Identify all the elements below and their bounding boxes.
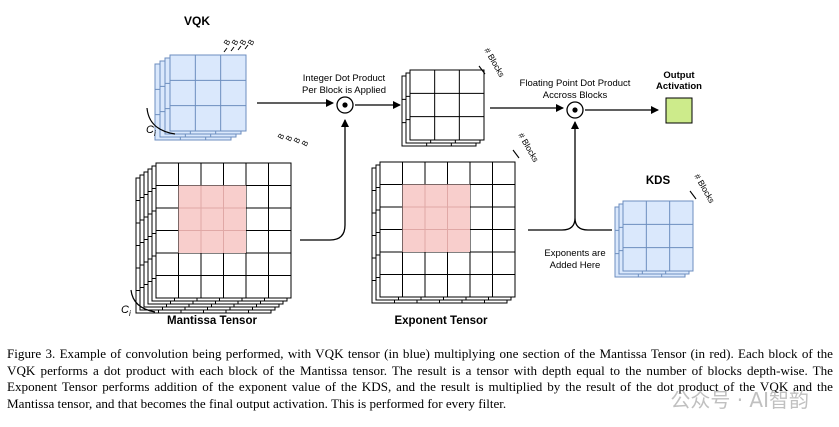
diagram: VQK B B B B Ci Mantissa Tensor B B B B C… (121, 14, 717, 327)
mantissa-block-labels: B B B B (276, 132, 310, 148)
exponent-depth-label: # Blocks (516, 131, 541, 164)
tensor-layer (409, 69, 485, 141)
vqk-block-braces (223, 44, 249, 53)
intermediate-depth-brace (478, 65, 486, 75)
output-activation-box (665, 97, 693, 124)
vqk-block-label: B (230, 38, 240, 47)
integer-step-label-2: Per Block is Applied (302, 85, 386, 96)
kds-title: KDS (646, 175, 671, 187)
mantissa-to-integer-arrow (300, 119, 349, 241)
mantissa-tensor (135, 162, 292, 314)
mantissa-block-label: B (292, 136, 302, 145)
exponent-tensor (371, 161, 516, 304)
kds-depth-brace (689, 190, 697, 200)
float-dot-operator (566, 101, 584, 119)
mantissa-depth-brace (130, 289, 156, 313)
vqk-title: VQK (184, 14, 210, 28)
vqk-block-label: B (222, 38, 232, 47)
vqk-block-label: B (238, 38, 248, 47)
vqk-tensor (154, 54, 247, 141)
exponent-note-2: Added Here (550, 260, 601, 271)
kds-tensor (614, 200, 694, 278)
integer-dot-operator (336, 96, 354, 114)
output-label-1: Output (663, 70, 695, 81)
mantissa-depth-label: Ci (121, 304, 131, 318)
highlight-region (178, 185, 246, 253)
tensor-layer (169, 54, 247, 132)
float-step-label-2: Accross Blocks (543, 90, 608, 101)
exponent-kds-join (528, 217, 612, 231)
kds-depth-label: # Blocks (692, 172, 717, 205)
vqk-depth-label: Ci (146, 124, 156, 138)
mantissa-block-label: B (284, 134, 294, 143)
output-label-2: Activation (656, 81, 702, 92)
tensor-layer (622, 200, 694, 272)
vqk-depth-brace (146, 107, 176, 135)
exponent-title: Exponent Tensor (394, 315, 488, 327)
highlight-region (402, 184, 470, 252)
integer-step-label-1: Integer Dot Product (303, 73, 386, 84)
figure-caption: Figure 3. Example of convolution being p… (7, 346, 833, 411)
vqk-block-label: B (246, 38, 256, 47)
intermediate-tensor (401, 69, 485, 147)
mantissa-block-label: B (300, 139, 310, 148)
exponent-note-1: Exponents are (544, 248, 605, 259)
mantissa-block-label: B (276, 132, 286, 141)
mantissa-title: Mantissa Tensor (167, 315, 257, 327)
exponent-depth-brace (512, 149, 520, 159)
vqk-block-labels: B B B B (222, 38, 256, 47)
intermediate-depth-label: # Blocks (482, 46, 507, 79)
float-step-label-1: Floating Point Dot Product (520, 78, 631, 89)
